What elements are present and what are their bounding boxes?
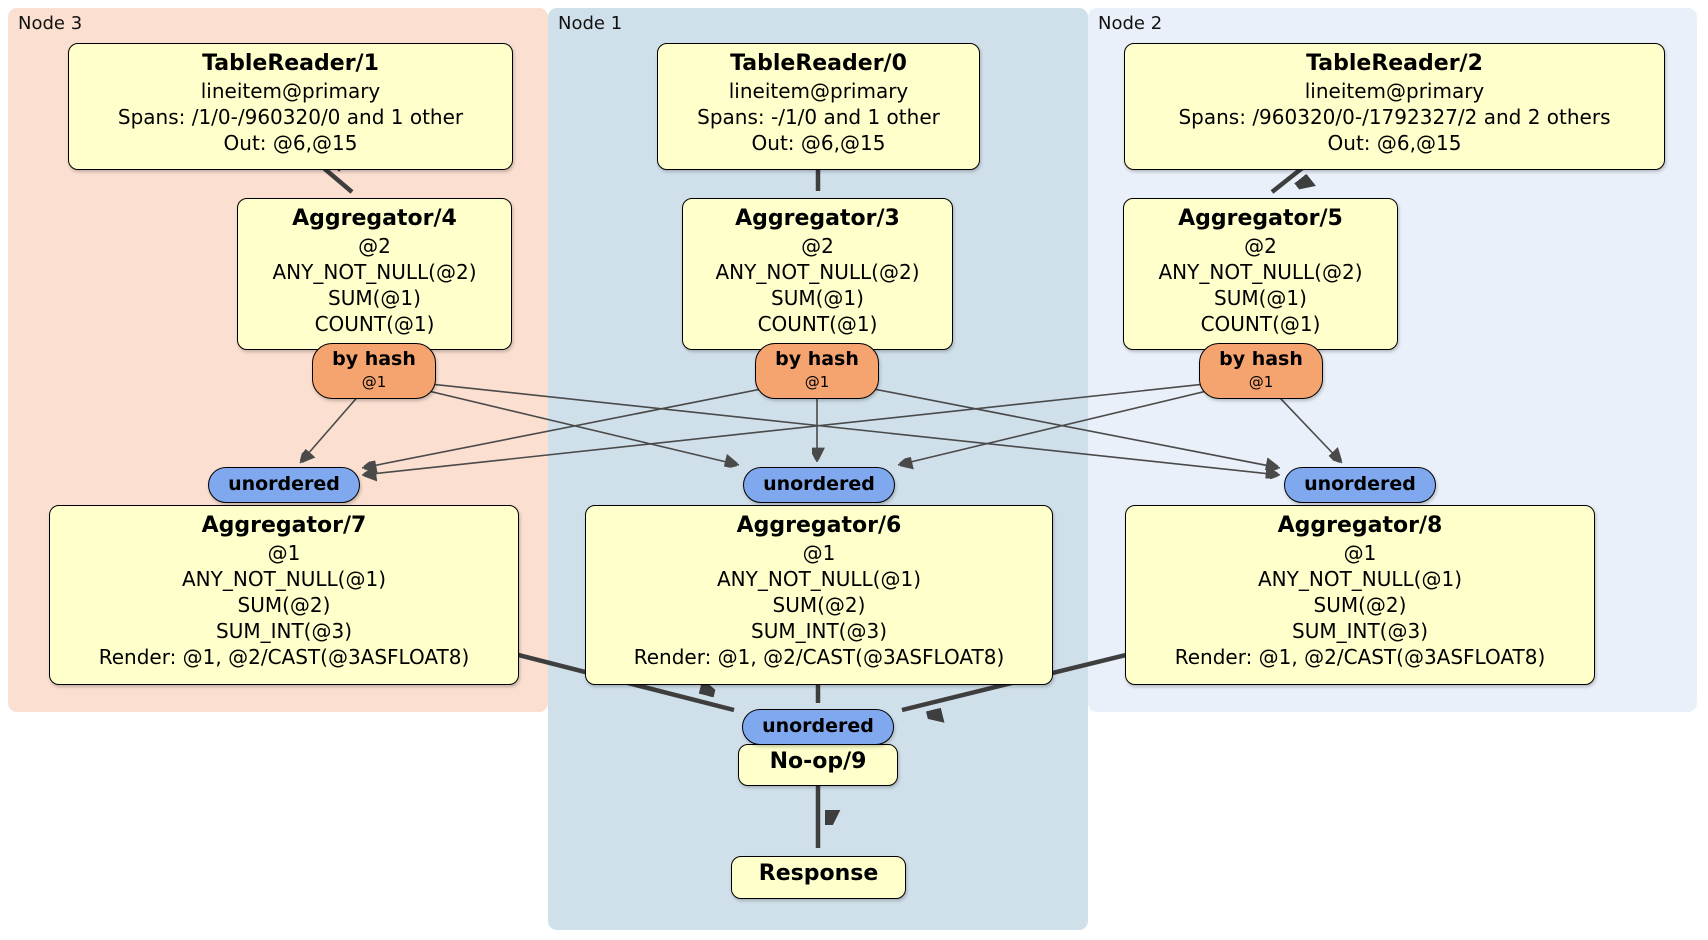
hash-router-stream: @1	[361, 373, 387, 391]
hash-router-stream: @1	[1248, 373, 1274, 391]
processor-detail: @1	[1343, 541, 1377, 565]
processor-detail: lineitem@primary	[200, 79, 381, 103]
processor-title: Aggregator/3	[735, 206, 900, 231]
unordered-sync-label: unordered	[228, 473, 340, 495]
processor-detail: SUM_INT(@3)	[751, 619, 887, 643]
processor-detail: SUM(@1)	[771, 286, 864, 310]
processor-detail: ANY_NOT_NULL(@1)	[717, 567, 921, 591]
edge-router4-sync6	[373, 377, 739, 465]
processor-detail: Out: @6,@15	[751, 131, 886, 155]
edge-router5-sync7	[361, 377, 1262, 475]
hash-router-4-pill: by hash @1	[312, 343, 436, 399]
tablereader-1-box: TableReader/1 lineitem@primary Spans: /1…	[68, 43, 513, 170]
processor-detail: Spans: -/1/0 and 1 other	[697, 105, 940, 129]
processor-detail: @2	[1244, 234, 1277, 258]
processor-title: TableReader/2	[1306, 51, 1483, 76]
processor-detail: lineitem@primary	[1304, 79, 1485, 103]
edge-router4-sync8	[373, 377, 1281, 475]
processor-detail: Render: @1, @2/CAST(@3ASFLOAT8)	[98, 645, 470, 669]
hash-router-stream: @1	[804, 373, 830, 391]
processor-detail: COUNT(@1)	[314, 312, 435, 336]
aggregator-6-box: Aggregator/6 @1 ANY_NOT_NULL(@1) SUM(@2)…	[585, 505, 1053, 685]
unordered-sync-7-pill: unordered	[208, 467, 360, 503]
unordered-sync-8-pill: unordered	[1284, 467, 1436, 503]
processor-title: Response	[758, 861, 879, 886]
response-box: Response	[731, 856, 906, 899]
processor-detail: SUM_INT(@3)	[1292, 619, 1428, 643]
processor-title: No-op/9	[769, 749, 867, 774]
hash-router-label: by hash	[775, 348, 859, 370]
edge-router3-sync7	[361, 377, 818, 468]
aggregator-3-box: Aggregator/3 @2 ANY_NOT_NULL(@2) SUM(@1)…	[682, 198, 953, 350]
edge-router3-sync8	[816, 377, 1281, 468]
processor-detail: COUNT(@1)	[757, 312, 878, 336]
processor-detail: @2	[358, 234, 391, 258]
processor-detail: SUM(@2)	[772, 593, 866, 617]
processor-detail: SUM(@2)	[1313, 593, 1407, 617]
processor-detail: SUM(@2)	[237, 593, 331, 617]
edge-router5-sync6	[897, 377, 1262, 465]
unordered-sync-final-pill: unordered	[742, 709, 894, 745]
hash-router-5-pill: by hash @1	[1199, 343, 1323, 399]
processor-title: Aggregator/6	[736, 513, 902, 538]
processor-detail: Render: @1, @2/CAST(@3ASFLOAT8)	[633, 645, 1005, 669]
hash-router-3-pill: by hash @1	[755, 343, 879, 399]
processor-detail: SUM(@1)	[1214, 286, 1307, 310]
processor-detail: Out: @6,@15	[1327, 131, 1462, 155]
processor-detail: Render: @1, @2/CAST(@3ASFLOAT8)	[1174, 645, 1546, 669]
processor-title: Aggregator/4	[292, 206, 457, 231]
aggregator-7-box: Aggregator/7 @1 ANY_NOT_NULL(@1) SUM(@2)…	[49, 505, 519, 685]
processor-title: Aggregator/7	[201, 513, 367, 538]
tablereader-2-box: TableReader/2 lineitem@primary Spans: /9…	[1124, 43, 1665, 170]
aggregator-5-box: Aggregator/5 @2 ANY_NOT_NULL(@2) SUM(@1)…	[1123, 198, 1398, 350]
node2-region-label: Node 2	[1098, 13, 1163, 34]
processor-detail: Spans: /960320/0-/1792327/2 and 2 others	[1178, 105, 1611, 129]
hash-router-label: by hash	[332, 348, 416, 370]
unordered-sync-6-pill: unordered	[743, 467, 895, 503]
processor-detail: ANY_NOT_NULL(@2)	[272, 260, 477, 284]
processor-detail: Spans: /1/0-/960320/0 and 1 other	[117, 105, 464, 129]
processor-detail: ANY_NOT_NULL(@2)	[1158, 260, 1363, 284]
processor-detail: @1	[802, 541, 836, 565]
processor-detail: ANY_NOT_NULL(@2)	[715, 260, 920, 284]
processor-title: Aggregator/5	[1178, 206, 1343, 231]
unordered-sync-label: unordered	[762, 715, 874, 737]
node3-region-label: Node 3	[18, 13, 83, 34]
processor-detail: ANY_NOT_NULL(@1)	[1258, 567, 1462, 591]
processor-detail: SUM_INT(@3)	[216, 619, 352, 643]
aggregator-4-box: Aggregator/4 @2 ANY_NOT_NULL(@2) SUM(@1)…	[237, 198, 512, 350]
processor-detail: lineitem@primary	[728, 79, 909, 103]
processor-detail: COUNT(@1)	[1200, 312, 1321, 336]
hash-router-label: by hash	[1219, 348, 1303, 370]
processor-detail: @2	[801, 234, 834, 258]
tablereader-0-box: TableReader/0 lineitem@primary Spans: -/…	[657, 43, 980, 170]
noop-9-box: No-op/9	[738, 744, 898, 786]
processor-title: TableReader/1	[202, 51, 379, 76]
unordered-sync-label: unordered	[763, 473, 875, 495]
processor-detail: @1	[267, 541, 301, 565]
processor-title: TableReader/0	[730, 51, 907, 76]
unordered-sync-label: unordered	[1304, 473, 1416, 495]
processor-detail: SUM(@1)	[328, 286, 421, 310]
processor-title: Aggregator/8	[1277, 513, 1443, 538]
node1-region-label: Node 1	[558, 13, 623, 34]
processor-detail: Out: @6,@15	[223, 131, 358, 155]
processor-detail: ANY_NOT_NULL(@1)	[182, 567, 386, 591]
aggregator-8-box: Aggregator/8 @1 ANY_NOT_NULL(@1) SUM(@2)…	[1125, 505, 1595, 685]
